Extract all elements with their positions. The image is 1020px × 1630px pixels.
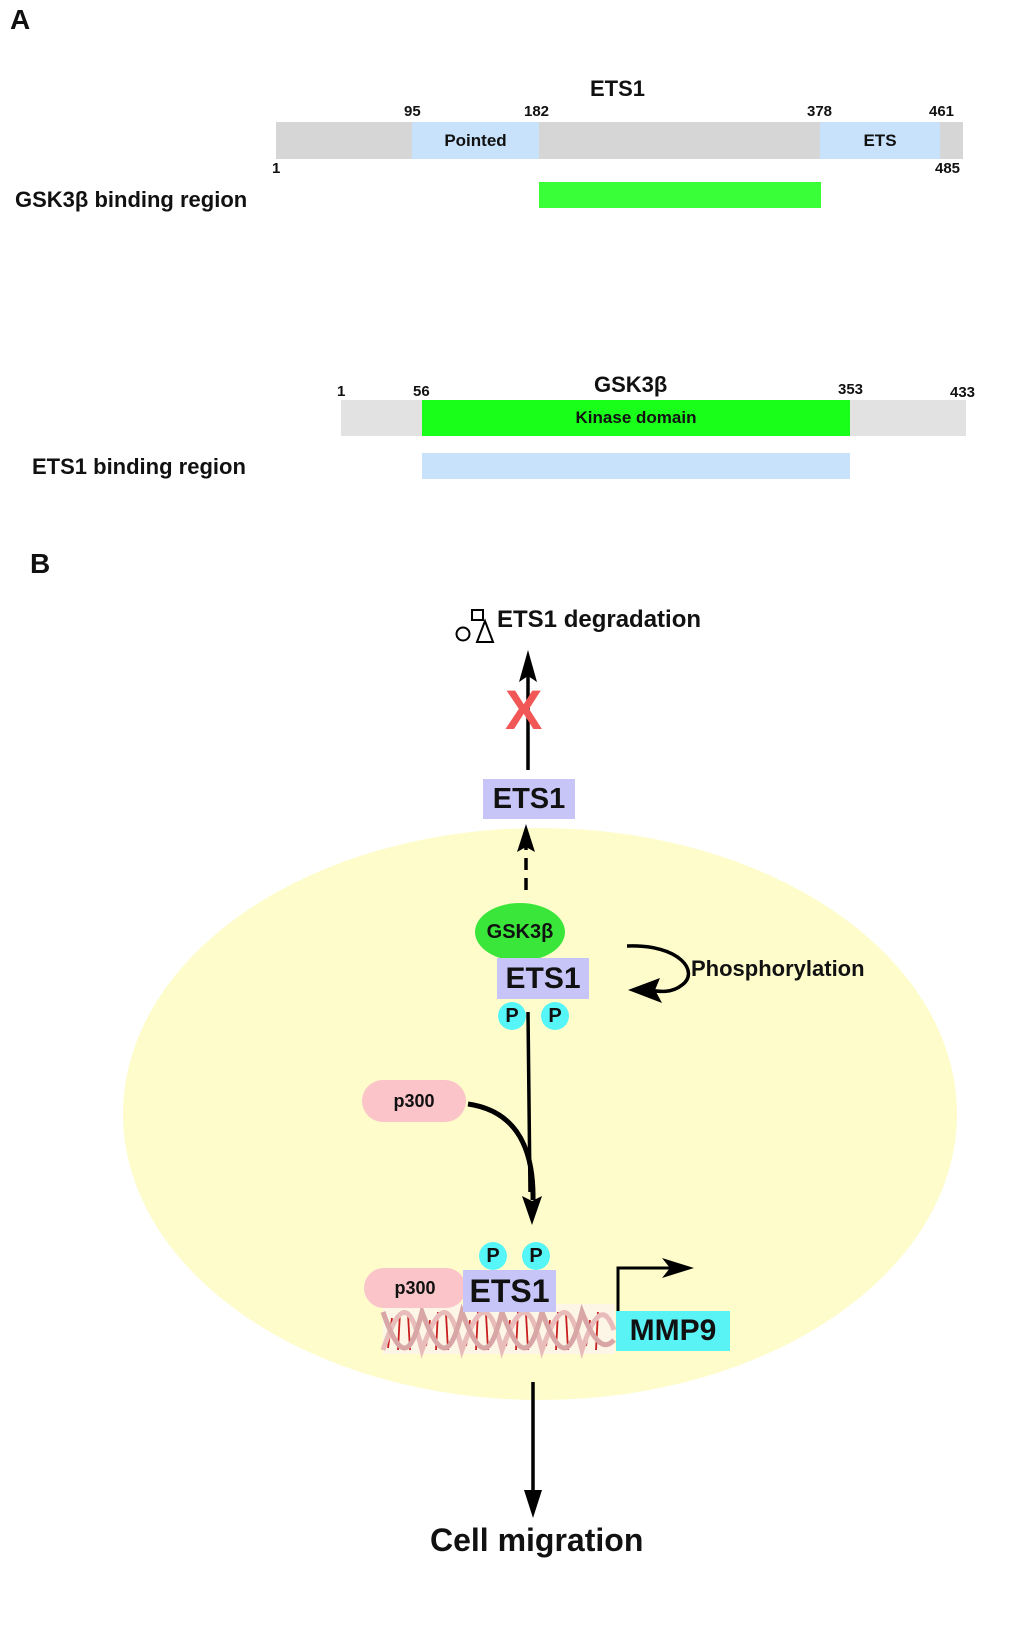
inhibition-x-icon: X — [505, 678, 543, 741]
ets1-degradation-label: ETS1 degradation — [497, 606, 702, 633]
kinase-domain-label: Kinase domain — [575, 408, 697, 427]
ets1-binding-region-bar — [422, 453, 850, 479]
gsk3b-end-number: 433 — [950, 384, 976, 401]
dna-bound-ets1-box: ETS1 — [463, 1270, 556, 1312]
p300-bound-pill: p300 — [364, 1268, 466, 1308]
gsk3b-start-number: 1 — [337, 383, 346, 400]
phosphate-circle-1: P — [498, 1002, 526, 1030]
pointed-domain-label: Pointed — [444, 130, 507, 150]
phosphate-circle-4: P — [522, 1242, 550, 1270]
panel-b-label: B — [30, 548, 51, 579]
mmp9-gene-box: MMP9 — [616, 1311, 730, 1351]
cytoplasmic-ets1-box: ETS1 — [483, 779, 575, 819]
ets1-binding-region-label: ETS1 binding region — [32, 454, 246, 479]
gsk3b-binding-region-bar — [539, 182, 821, 208]
pointed-end-number: 182 — [524, 103, 550, 120]
ets1-start-number: 1 — [272, 160, 281, 177]
nuclear-export-dashed-arrow — [517, 824, 535, 890]
kinase-end-number: 353 — [838, 381, 864, 398]
pointed-domain: Pointed — [412, 122, 539, 159]
ets1-title: ETS1 — [590, 76, 646, 101]
ets-domain-end-number: 461 — [929, 103, 955, 120]
gsk3b-binding-region-label: GSK3β binding region — [15, 187, 248, 212]
phosphorylation-label: Phosphorylation — [691, 956, 865, 981]
ets-domain-label: ETS — [863, 130, 897, 150]
degradation-arrow — [519, 650, 537, 770]
pointed-start-number: 95 — [404, 103, 421, 120]
nuclear-ets1-box: ETS1 — [497, 958, 589, 999]
gsk3b-title: GSK3β — [594, 372, 668, 397]
cell-migration-arrow — [524, 1382, 542, 1518]
ets1-end-number: 485 — [935, 160, 961, 177]
panel-a-label: A — [10, 4, 31, 35]
kinase-start-number: 56 — [413, 383, 430, 400]
ets-domain: ETS — [820, 122, 940, 159]
cell-migration-label: Cell migration — [430, 1522, 644, 1558]
degradation-fragments-icon — [455, 609, 495, 643]
phosphate-circle-2: P — [541, 1002, 569, 1030]
kinase-domain: Kinase domain — [422, 400, 850, 436]
activation-arrow — [467, 1011, 542, 1225]
ets-domain-start-number: 378 — [807, 103, 833, 120]
phosphate-circle-3: P — [479, 1242, 507, 1270]
gsk3b-ellipse: GSK3β — [475, 903, 565, 961]
phosphorylation-cycle-arrow — [626, 944, 691, 1003]
dna-helix-icon — [380, 1303, 617, 1360]
p300-free-pill: p300 — [362, 1080, 466, 1122]
